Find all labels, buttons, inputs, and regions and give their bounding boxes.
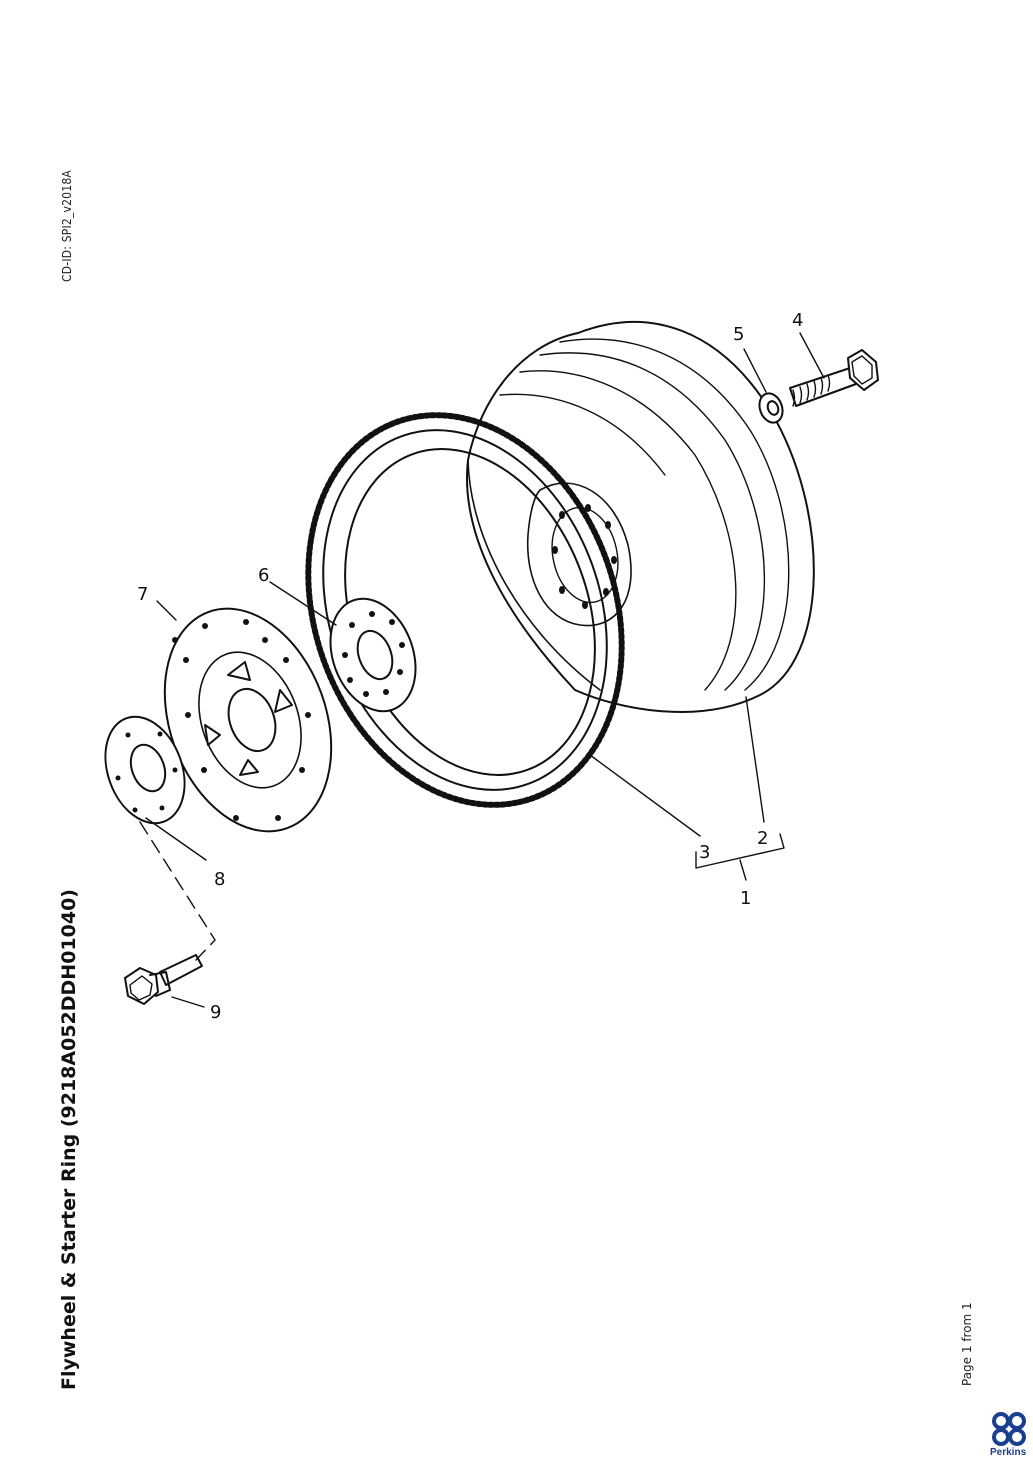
callout-1: 1	[740, 888, 751, 909]
callout-7: 7	[137, 584, 148, 605]
perkins-logo-icon	[992, 1412, 1026, 1446]
callout-4: 4	[792, 310, 803, 331]
callout-6: 6	[258, 565, 269, 586]
callout-9: 9	[210, 1002, 221, 1023]
flex-plate-bolt	[124, 954, 203, 1005]
callout-3: 3	[699, 842, 710, 863]
callout-2: 2	[757, 828, 768, 849]
retaining-plate	[104, 715, 186, 825]
bolt-washer	[758, 392, 784, 424]
flex-plate	[163, 607, 333, 833]
spacer-plate	[329, 597, 417, 713]
callout-5: 5	[733, 324, 744, 345]
callout-8: 8	[214, 869, 225, 890]
leader-lines	[139, 332, 825, 1008]
flywheel	[466, 320, 815, 713]
flywheel-bolt	[789, 349, 879, 407]
brand-name: Perkins	[990, 1447, 1027, 1458]
